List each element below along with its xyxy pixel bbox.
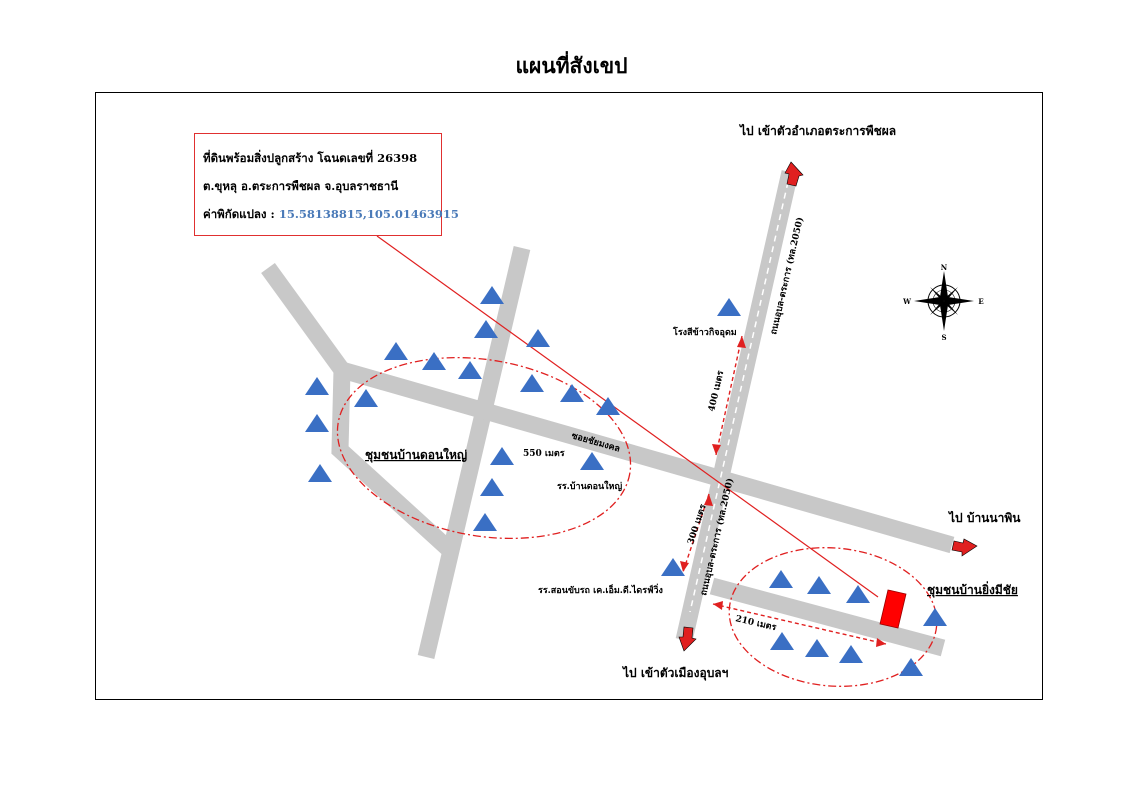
landmark-triangle: [474, 320, 498, 338]
landmark-triangle: [480, 478, 504, 496]
page-title: แผนที่สังเขป: [515, 53, 628, 78]
landmark-triangle: [769, 570, 793, 588]
label-community-ying-mi-chai: ชุมชนบ้านยิ่งมีชัย: [927, 581, 1018, 598]
landmark-triangle: [308, 464, 332, 482]
landmark-triangle: [596, 397, 620, 415]
label-community-don-yai: ชุมชนบ้านดอนใหญ่: [365, 447, 467, 463]
arrowhead: [712, 444, 721, 455]
landmark-triangle: [923, 608, 947, 626]
landmark-triangle: [480, 286, 504, 304]
info-line-location: ต.ขุหลุ อ.ตระการพืชผล จ.อุบลราชธานี: [203, 179, 399, 193]
compass-n: N: [941, 263, 948, 272]
label-dist-400: 400 เมตร: [707, 370, 726, 413]
road-soi-chai-mongkhon: [339, 361, 955, 554]
landmark-triangle: [305, 414, 329, 432]
arrow-east-icon: [951, 538, 978, 557]
coordinates-label: ค่าพิกัดแปลง :: [203, 207, 275, 221]
landmark-triangle: [305, 377, 329, 395]
arrowhead: [737, 336, 746, 348]
compass-e: E: [978, 297, 983, 306]
plot-info-box: ที่ดินพร้อมสิ่งปลูกสร้าง โฉนดเลขที่ 2639…: [194, 133, 459, 236]
driving-school-triangle: [661, 558, 685, 576]
landmark-triangle: [805, 639, 829, 657]
rice-mill-triangle: [717, 298, 741, 316]
arrowhead: [680, 561, 689, 572]
info-line-deed: ที่ดินพร้อมสิ่งปลูกสร้าง โฉนดเลขที่ 2639…: [203, 151, 418, 165]
distance-arrow-400: [715, 335, 743, 456]
map-frame: [95, 92, 1043, 700]
road-diagonal-northwest: [261, 263, 349, 375]
landmark-triangle: [422, 352, 446, 370]
landmark-triangle: [520, 374, 544, 392]
compass-w: W: [902, 297, 911, 306]
road-ying-mi-chai: [709, 577, 946, 657]
pointer-line: [376, 235, 879, 598]
landmark-triangle: [839, 645, 863, 663]
label-to-city: ไป เข้าตัวเมืองอุบลฯ: [621, 665, 729, 681]
target-plot: [879, 589, 907, 629]
landmark-triangle: [490, 447, 514, 465]
community-circle-don-yai: [336, 356, 632, 540]
landmark-triangle: [846, 585, 870, 603]
landmark-triangle: [560, 384, 584, 402]
landmark-triangle: [473, 513, 497, 531]
highway-center-line: [689, 181, 789, 613]
distance-arrow-210: [712, 603, 887, 645]
landmark-triangle: [458, 361, 482, 379]
label-rice-mill: โรงสีข้าวกิจอุดม: [672, 326, 737, 338]
landmark-triangle: [899, 658, 923, 676]
landmark-triangle: [770, 632, 794, 650]
arrow-north-icon: [784, 161, 804, 187]
label-driving-school: รร.สอนขับรถ เค.เอ็ม.ดี.ไดรฟ์วิ่ง: [538, 583, 663, 596]
label-school-don-yai: รร.บ้านดอนใหญ่: [557, 480, 622, 492]
coordinates-value: 15.58138815,105.01463915: [278, 207, 459, 221]
landmark-triangle: [526, 329, 550, 347]
compass-s: S: [941, 333, 946, 342]
landmark-triangle: [354, 389, 378, 407]
arrowhead: [704, 494, 713, 506]
landmark-triangle: [580, 452, 604, 470]
label-dist-550: 550 เมตร: [523, 449, 565, 459]
compass-rose-icon: N S E W: [902, 263, 984, 342]
landmark-triangle: [807, 576, 831, 594]
label-to-district: ไป เข้าตัวอำเภอตระการพืชผล: [738, 123, 896, 138]
info-line-coordinates: ค่าพิกัดแปลง : 15.58138815,105.01463915: [203, 200, 459, 228]
label-to-na-phin: ไป บ้านนาพิน: [947, 510, 1021, 525]
road-vertical-west: [417, 246, 531, 659]
arrow-south-icon: [678, 626, 697, 652]
landmark-triangle: [384, 342, 408, 360]
arrowhead: [713, 601, 723, 610]
arrowhead: [876, 638, 886, 647]
